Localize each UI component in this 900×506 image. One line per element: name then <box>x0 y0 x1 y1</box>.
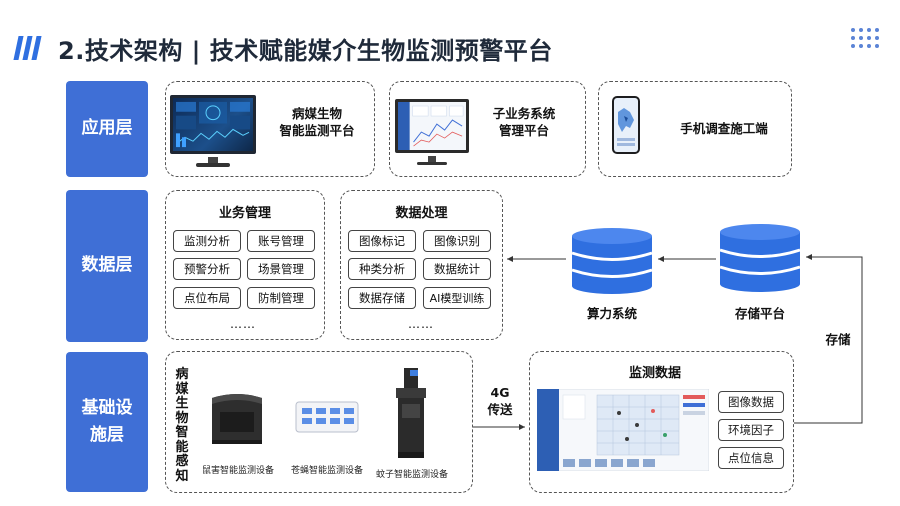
monitor-data-title: 监测数据 <box>628 366 681 381</box>
mosquito-device-caption: 蚊子智能监测设备 <box>375 470 448 480</box>
app-mobile-label: 手机调查施工端 <box>680 121 768 136</box>
layer-label-app: 应用层 <box>66 81 148 177</box>
business-item: 监测分析 <box>173 230 241 252</box>
rat-device-caption: 鼠害智能监测设备 <box>201 466 274 476</box>
compute-database-icon <box>571 228 653 294</box>
monitor-image <box>170 95 256 167</box>
processing-more: …… <box>408 317 434 331</box>
business-item: 点位布局 <box>173 287 241 309</box>
sensing-vertical-label: 病媒生物智能感知 <box>175 367 189 484</box>
business-item: 预警分析 <box>173 258 241 280</box>
phone-image <box>612 96 640 154</box>
compute-system-label: 算力系统 <box>586 306 637 321</box>
storage-platform-label: 存储平台 <box>734 306 785 321</box>
app-platform-label: 病媒生物智能监测平台 <box>279 106 355 138</box>
monitor-data-item: 点位信息 <box>718 447 784 469</box>
monitor-data-item: 环境因子 <box>718 419 784 441</box>
business-item: 账号管理 <box>247 230 315 252</box>
processing-item: 图像标记 <box>348 230 416 252</box>
storage-database-icon <box>719 224 801 292</box>
business-management-title: 业务管理 <box>218 206 271 221</box>
business-item: 场景管理 <box>247 258 315 280</box>
page-title: 2.技术架构 | 技术赋能媒介生物监测预警平台 <box>58 37 553 65</box>
processing-item: 种类分析 <box>348 258 416 280</box>
data-processing-title: 数据处理 <box>395 206 448 221</box>
mosquito-device-image <box>396 368 426 458</box>
business-item: 防制管理 <box>247 287 315 309</box>
store-label: 存储 <box>825 332 851 347</box>
processing-item: AI模型训练 <box>423 287 491 309</box>
fly-device-caption: 苍蝇智能监测设备 <box>290 466 363 476</box>
monitor-data-screenshot <box>537 389 709 471</box>
monitor-data-item: 图像数据 <box>718 391 784 413</box>
app-subsystem-label: 子业务系统管理平台 <box>492 106 556 138</box>
title-decoration <box>13 36 42 60</box>
layer-label-data: 数据层 <box>66 190 148 342</box>
processing-item: 数据统计 <box>423 258 491 280</box>
processing-item: 数据存储 <box>348 287 416 309</box>
monitor-image <box>395 99 469 165</box>
rat-device-image <box>212 394 262 444</box>
processing-item: 图像识别 <box>423 230 491 252</box>
dots-decoration <box>851 28 879 48</box>
fly-device-image <box>295 401 359 433</box>
layer-label-infra: 基础设施层 <box>66 352 148 492</box>
business-more: …… <box>230 317 256 331</box>
